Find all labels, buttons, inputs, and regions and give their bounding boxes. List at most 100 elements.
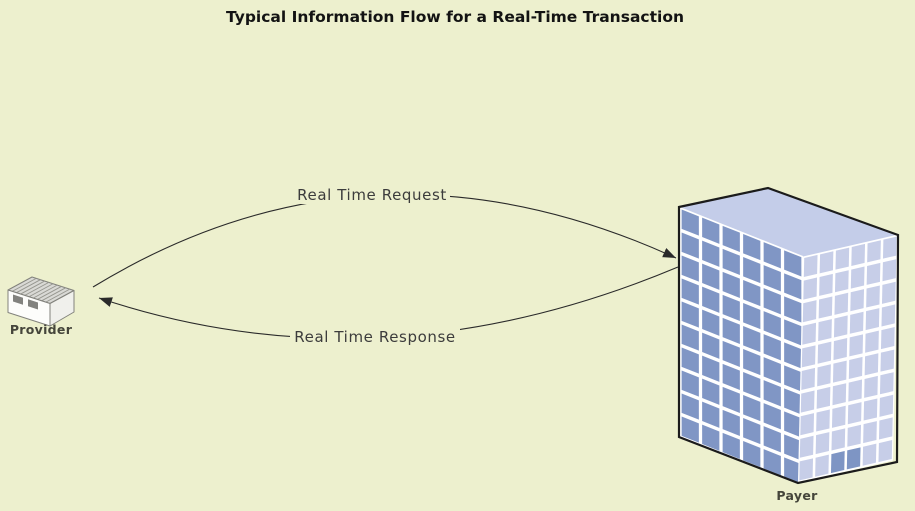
payer-window [681, 324, 699, 351]
payer-window [702, 424, 720, 451]
payer-window [816, 409, 830, 432]
payer-window [784, 342, 802, 369]
payer-window [815, 432, 830, 455]
payer-window [878, 440, 893, 463]
payer-building-outline [677, 186, 900, 485]
payer-window [803, 254, 818, 277]
payer-window [833, 315, 848, 338]
payer-window [722, 363, 740, 391]
payer-right-face [798, 234, 898, 483]
payer-window [702, 355, 720, 382]
payer-window [818, 319, 832, 342]
payer-door [846, 447, 861, 470]
payer-window [784, 365, 802, 392]
payer-window [702, 401, 720, 428]
payer-window [867, 240, 881, 263]
payer-window [847, 424, 862, 447]
payer-window [763, 334, 781, 361]
payer-label: Payer [776, 488, 818, 503]
response-label-backdrop [290, 327, 460, 346]
payer-node: Payer [677, 186, 900, 503]
payer-window [743, 440, 761, 468]
payer-window [702, 217, 720, 244]
payer-window [722, 248, 740, 276]
payer-window [681, 232, 699, 259]
payer-window [763, 426, 781, 453]
request-label-backdrop [290, 185, 450, 204]
payer-window [834, 292, 849, 315]
payer-window [818, 296, 833, 319]
payer-window [882, 259, 897, 282]
payer-window [722, 294, 740, 322]
payer-window [834, 270, 849, 293]
provider-node: Provider [7, 276, 75, 337]
provider-roof-stripe [28, 283, 54, 298]
payer-window [681, 301, 699, 328]
payer-window [849, 311, 864, 334]
payer-window [763, 288, 781, 315]
payer-window [850, 266, 865, 289]
payer-window [743, 233, 761, 261]
provider-roof-stripe [45, 288, 71, 303]
provider-roof-stripe [11, 277, 37, 292]
payer-window [817, 341, 832, 364]
payer-window [763, 357, 781, 384]
payer-window [743, 302, 761, 330]
provider-roof-stripe [41, 287, 66, 302]
payer-window [681, 393, 699, 420]
payer-window [743, 348, 761, 376]
payer-window [833, 338, 848, 361]
payer-window [784, 319, 802, 346]
payer-window [702, 378, 720, 405]
payer-window [784, 411, 802, 438]
payer-window [763, 403, 781, 430]
payer-window [799, 435, 814, 458]
provider-side-face [49, 290, 75, 327]
payer-window [862, 443, 877, 466]
payer-window [831, 428, 846, 451]
payer-window [800, 390, 815, 413]
payer-window [702, 286, 720, 313]
payer-window [702, 240, 720, 267]
provider-label: Provider [10, 322, 73, 337]
payer-window [784, 273, 802, 300]
payer-window [681, 255, 699, 282]
payer-window [847, 402, 862, 425]
payer-window [702, 309, 720, 336]
payer-window [722, 317, 740, 345]
payer-window [866, 285, 880, 308]
provider-roof-stripes [11, 277, 71, 303]
diagram-title: Typical Information Flow for a Real-Time… [226, 8, 684, 26]
payer-window [702, 332, 720, 359]
payer-window [743, 256, 761, 284]
payer-window [784, 388, 802, 415]
payer-window [722, 386, 740, 414]
payer-window [848, 356, 863, 379]
payer-window [763, 449, 781, 476]
payer-window [681, 209, 699, 236]
request-arrow [92, 194, 677, 288]
payer-window [763, 265, 781, 292]
payer-window [863, 421, 877, 444]
payer-window [865, 308, 880, 331]
payer-window [832, 383, 847, 406]
payer-window [879, 394, 894, 417]
payer-window [864, 375, 878, 398]
provider-window [13, 294, 23, 305]
payer-window [763, 242, 781, 269]
payer-window [880, 327, 895, 350]
provider-window [28, 299, 38, 310]
payer-window [743, 371, 761, 399]
payer-window [702, 263, 720, 290]
payer-window [816, 386, 831, 409]
payer-window [784, 250, 802, 277]
payer-window [784, 457, 802, 483]
payer-window [848, 379, 863, 402]
payer-window [851, 243, 866, 266]
payer-window [865, 330, 879, 353]
payer-window [722, 271, 740, 299]
payer-window [864, 353, 879, 376]
payer-window [815, 454, 829, 477]
